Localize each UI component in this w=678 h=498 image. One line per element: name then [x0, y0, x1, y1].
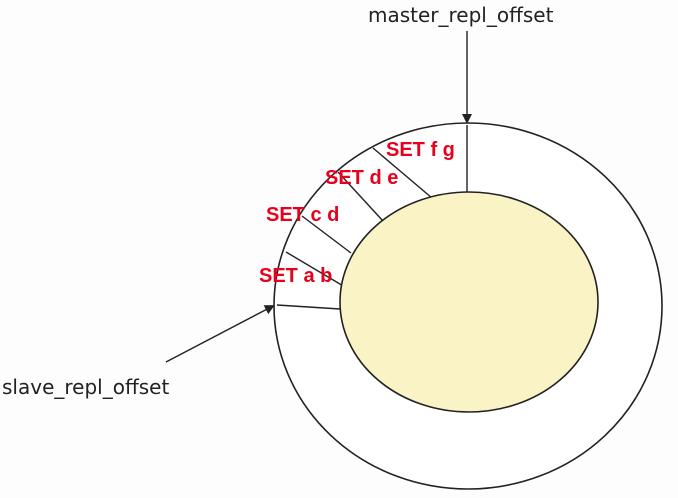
command-entry: SET a b: [259, 265, 332, 287]
segment-divider: [372, 147, 433, 199]
slave-offset-label: slave_repl_offset: [2, 375, 169, 399]
command-entry: SET c d: [266, 204, 339, 226]
segment-divider: [301, 215, 352, 254]
segment-divider: [285, 251, 346, 288]
inner-buffer: [339, 191, 599, 413]
command-entry: SET d e: [325, 167, 398, 189]
segment-divider: [276, 304, 341, 310]
segment-divider: [337, 171, 384, 222]
command-entry: SET f g: [386, 139, 455, 161]
master-offset-label: master_repl_offset: [368, 3, 554, 27]
slave-offset-arrow: [165, 305, 275, 363]
